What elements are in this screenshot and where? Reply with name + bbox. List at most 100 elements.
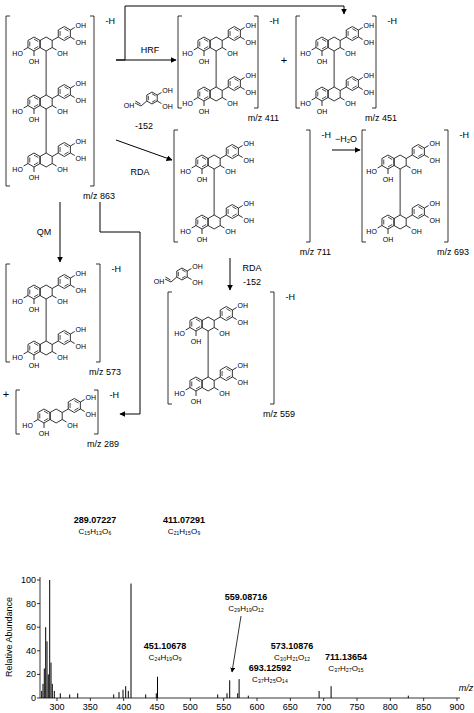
- bond: [46, 299, 47, 341]
- x-tick-label: 850: [416, 703, 431, 712]
- tick: [257, 698, 258, 701]
- bond: [24, 48, 28, 51]
- bond: [424, 215, 428, 218]
- double-bond: [64, 29, 68, 31]
- bond: [52, 164, 56, 167]
- spectrum-peak: [51, 663, 52, 698]
- edge-label: −H₂O: [334, 135, 358, 144]
- hydroxyl-label: OH: [245, 89, 256, 96]
- bond: [70, 285, 74, 288]
- ring-bond: [382, 155, 394, 169]
- double-bond: [34, 343, 38, 345]
- charge-label: -H: [322, 131, 332, 140]
- double-bond: [152, 94, 156, 96]
- hydroxyl-label: OH: [29, 116, 40, 123]
- bond: [232, 377, 236, 380]
- double-bond: [196, 386, 200, 388]
- double-bond: [322, 89, 326, 91]
- spectrum-peak: [145, 694, 146, 698]
- hydroxyl-label: OH: [124, 102, 135, 109]
- double-bond: [232, 207, 236, 209]
- ring-bond: [58, 143, 70, 157]
- double-bond: [418, 214, 422, 216]
- peak-formula: C₂₉H₁₉O₁₂: [228, 605, 264, 613]
- hydroxyl-label: OH: [29, 362, 40, 369]
- ring-bond: [40, 95, 52, 109]
- hydroxyl-label: OH: [192, 279, 203, 286]
- bond: [34, 51, 35, 56]
- bond: [52, 341, 58, 345]
- ring-bond: [220, 307, 232, 321]
- bond: [340, 98, 344, 101]
- double-bond: [34, 46, 38, 48]
- hydroxyl-label: OH: [225, 167, 236, 174]
- double-bond: [232, 154, 236, 156]
- peak-formula: C₂₄H₁₉O₉: [148, 654, 181, 662]
- hydroxyl-label: OH: [75, 39, 86, 46]
- ring-bond: [28, 341, 40, 355]
- tick: [157, 698, 158, 701]
- double-bond: [388, 224, 392, 226]
- tick: [423, 698, 424, 701]
- double-bond: [34, 350, 38, 352]
- ring-bond: [58, 27, 70, 41]
- double-bond: [29, 158, 30, 163]
- ring-bond: [346, 77, 358, 91]
- bracket: [6, 16, 10, 186]
- bond: [358, 87, 362, 90]
- spectrum-peak: [157, 677, 158, 698]
- double-bond: [152, 100, 156, 102]
- spectrum-peak: [54, 691, 55, 698]
- hydroxyl-label: HO: [12, 107, 23, 114]
- bond: [70, 332, 74, 335]
- double-bond: [352, 29, 356, 31]
- plus-sign: +: [3, 389, 9, 400]
- double-bond: [418, 154, 422, 156]
- bond: [216, 51, 217, 87]
- double-bond: [64, 87, 68, 89]
- ring-bond: [40, 285, 52, 299]
- x-tick-label: 800: [383, 703, 398, 712]
- bond: [34, 109, 35, 114]
- bond: [80, 400, 84, 403]
- hydroxyl-label: OH: [162, 103, 173, 110]
- hydroxyl-label: HO: [366, 167, 377, 174]
- spectrum-peak: [41, 691, 42, 698]
- mz-label: m/z 451: [365, 114, 397, 123]
- double-bond: [199, 92, 200, 97]
- double-bond: [322, 46, 326, 48]
- bond: [52, 106, 56, 109]
- peak-mass: 411.07291: [163, 516, 205, 525]
- ion-structure: -Hm/z 559: [166, 290, 296, 420]
- hydroxyl-label: HO: [300, 99, 311, 106]
- bond: [34, 355, 35, 360]
- hydroxyl-label: OH: [75, 80, 86, 87]
- bond: [34, 420, 38, 423]
- double-bond: [322, 96, 326, 98]
- bond: [358, 37, 362, 40]
- bond: [24, 164, 28, 167]
- hydroxyl-label: HO: [12, 49, 23, 56]
- hydroxyl-label: OH: [225, 227, 236, 234]
- bond: [70, 144, 74, 147]
- double-bond: [60, 335, 61, 340]
- double-bond: [148, 96, 149, 100]
- bracket: [16, 390, 20, 434]
- bond: [220, 226, 224, 229]
- bond: [340, 37, 346, 41]
- spectrum-peak: [331, 686, 332, 698]
- y-tick-label: 40: [26, 646, 36, 655]
- ion-structure: -Hm/z 411: [176, 14, 280, 124]
- tick: [190, 698, 191, 701]
- ring-bond: [147, 92, 157, 104]
- peak-mass: 573.10876: [271, 642, 314, 651]
- bond: [24, 106, 28, 109]
- double-bond: [34, 155, 38, 157]
- bond: [388, 169, 389, 174]
- spectrum-peak: [119, 692, 120, 698]
- reaction-arrow: [230, 258, 231, 290]
- bond: [312, 98, 316, 101]
- bond: [52, 48, 56, 51]
- hydroxyl-label: OH: [227, 99, 238, 106]
- hydroxyl-label: OH: [317, 58, 328, 65]
